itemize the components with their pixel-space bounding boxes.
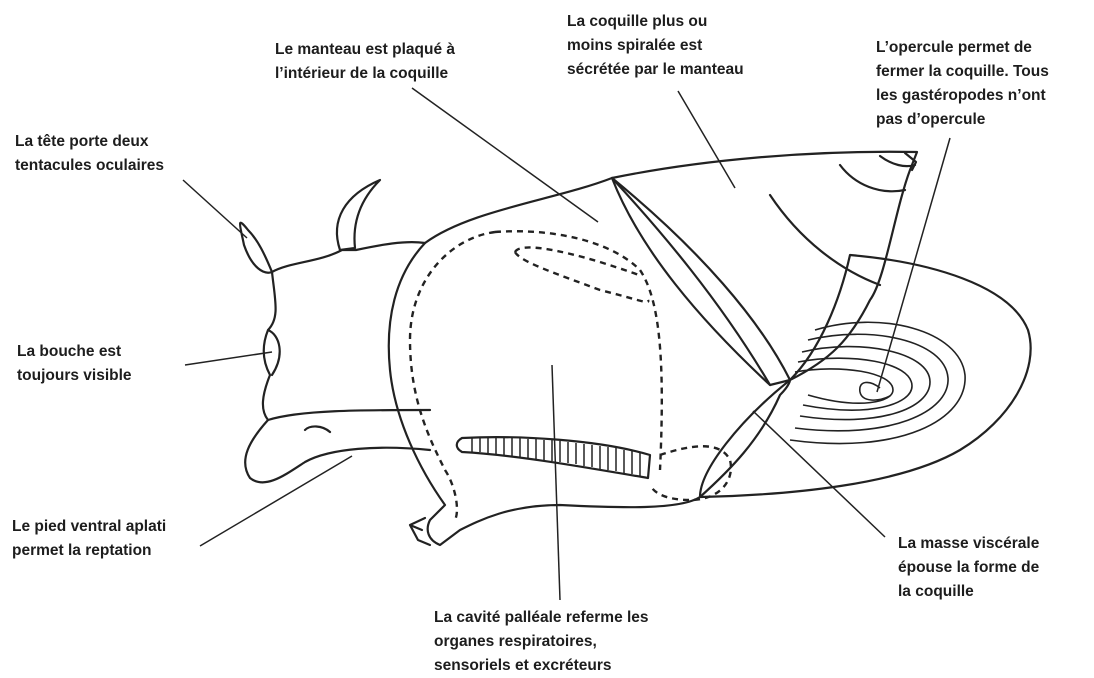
right-tentacle bbox=[337, 180, 380, 250]
leader-manteau bbox=[412, 88, 598, 222]
operculum-growth-lines bbox=[790, 322, 965, 443]
leader-coquille bbox=[678, 91, 735, 188]
pallial-inner-loop bbox=[515, 247, 648, 301]
leader-tete bbox=[183, 180, 247, 238]
label-opercule: L’opercule permet de fermer la coquille.… bbox=[876, 36, 1049, 132]
pallial-cavity-outline bbox=[410, 231, 662, 520]
gill-outline bbox=[457, 437, 650, 478]
label-masse: La masse viscérale épouse la forme de la… bbox=[898, 532, 1039, 604]
shell-whorl-lines bbox=[612, 153, 916, 385]
leader-cavite bbox=[552, 365, 560, 600]
label-manteau: Le manteau est plaqué à l’intérieur de l… bbox=[275, 38, 455, 86]
leader-opercule bbox=[877, 138, 950, 392]
label-coquille: La coquille plus ou moins spiralée est s… bbox=[567, 10, 744, 82]
left-tentacle bbox=[240, 223, 272, 273]
leader-bouche bbox=[185, 352, 272, 365]
head-outline bbox=[263, 242, 425, 420]
leader-pied bbox=[200, 456, 352, 546]
operculum-outline bbox=[700, 255, 1031, 497]
body-whorl-outline bbox=[389, 178, 790, 545]
label-cavite: La cavité palléale referme les organes r… bbox=[434, 606, 649, 678]
label-pied: Le pied ventral aplati permet la reptati… bbox=[12, 515, 166, 563]
label-tete: La tête porte deux tentacules oculaires bbox=[15, 130, 164, 178]
label-bouche: La bouche est toujours visible bbox=[17, 340, 132, 388]
